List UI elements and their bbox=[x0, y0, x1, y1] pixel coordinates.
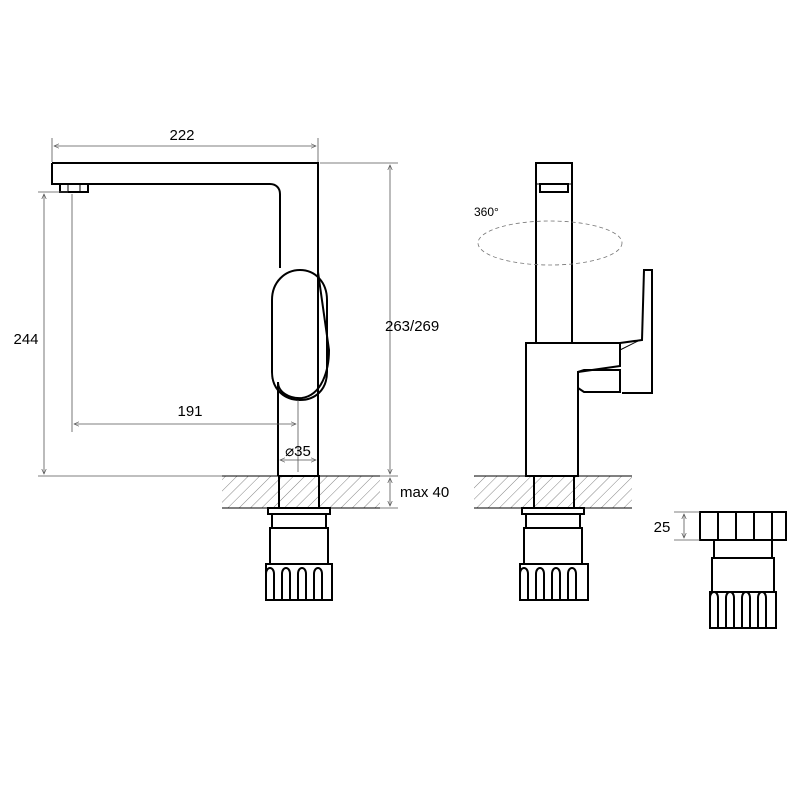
front-dimensions: 222 244 263/269 191 ⌀35 max 40 bbox=[13, 127, 449, 509]
dim-base-diameter: ⌀35 bbox=[285, 443, 311, 460]
lever-side bbox=[577, 269, 653, 394]
dim-spout-reach: 222 bbox=[169, 127, 194, 144]
nut-front bbox=[265, 563, 333, 601]
dim-total-height: 263/269 bbox=[385, 318, 439, 335]
rotation-ellipse bbox=[477, 220, 623, 266]
side-view: 360° bbox=[474, 162, 653, 601]
dim-base-offset: 191 bbox=[177, 403, 202, 420]
aerator-front bbox=[59, 183, 89, 193]
countertop-front bbox=[222, 476, 380, 508]
nut-detail: 25 bbox=[654, 511, 787, 629]
dim-max-deck: max 40 bbox=[400, 484, 449, 501]
front-view bbox=[51, 162, 380, 601]
rotation-label: 360° bbox=[474, 205, 499, 219]
nut-side bbox=[519, 563, 589, 601]
faucet-body-front bbox=[51, 162, 331, 476]
dim-spout-height: 244 bbox=[13, 331, 38, 348]
dim-nut-height: 25 bbox=[654, 519, 671, 536]
faucet-body-side bbox=[525, 342, 621, 477]
countertop-side bbox=[474, 476, 632, 508]
